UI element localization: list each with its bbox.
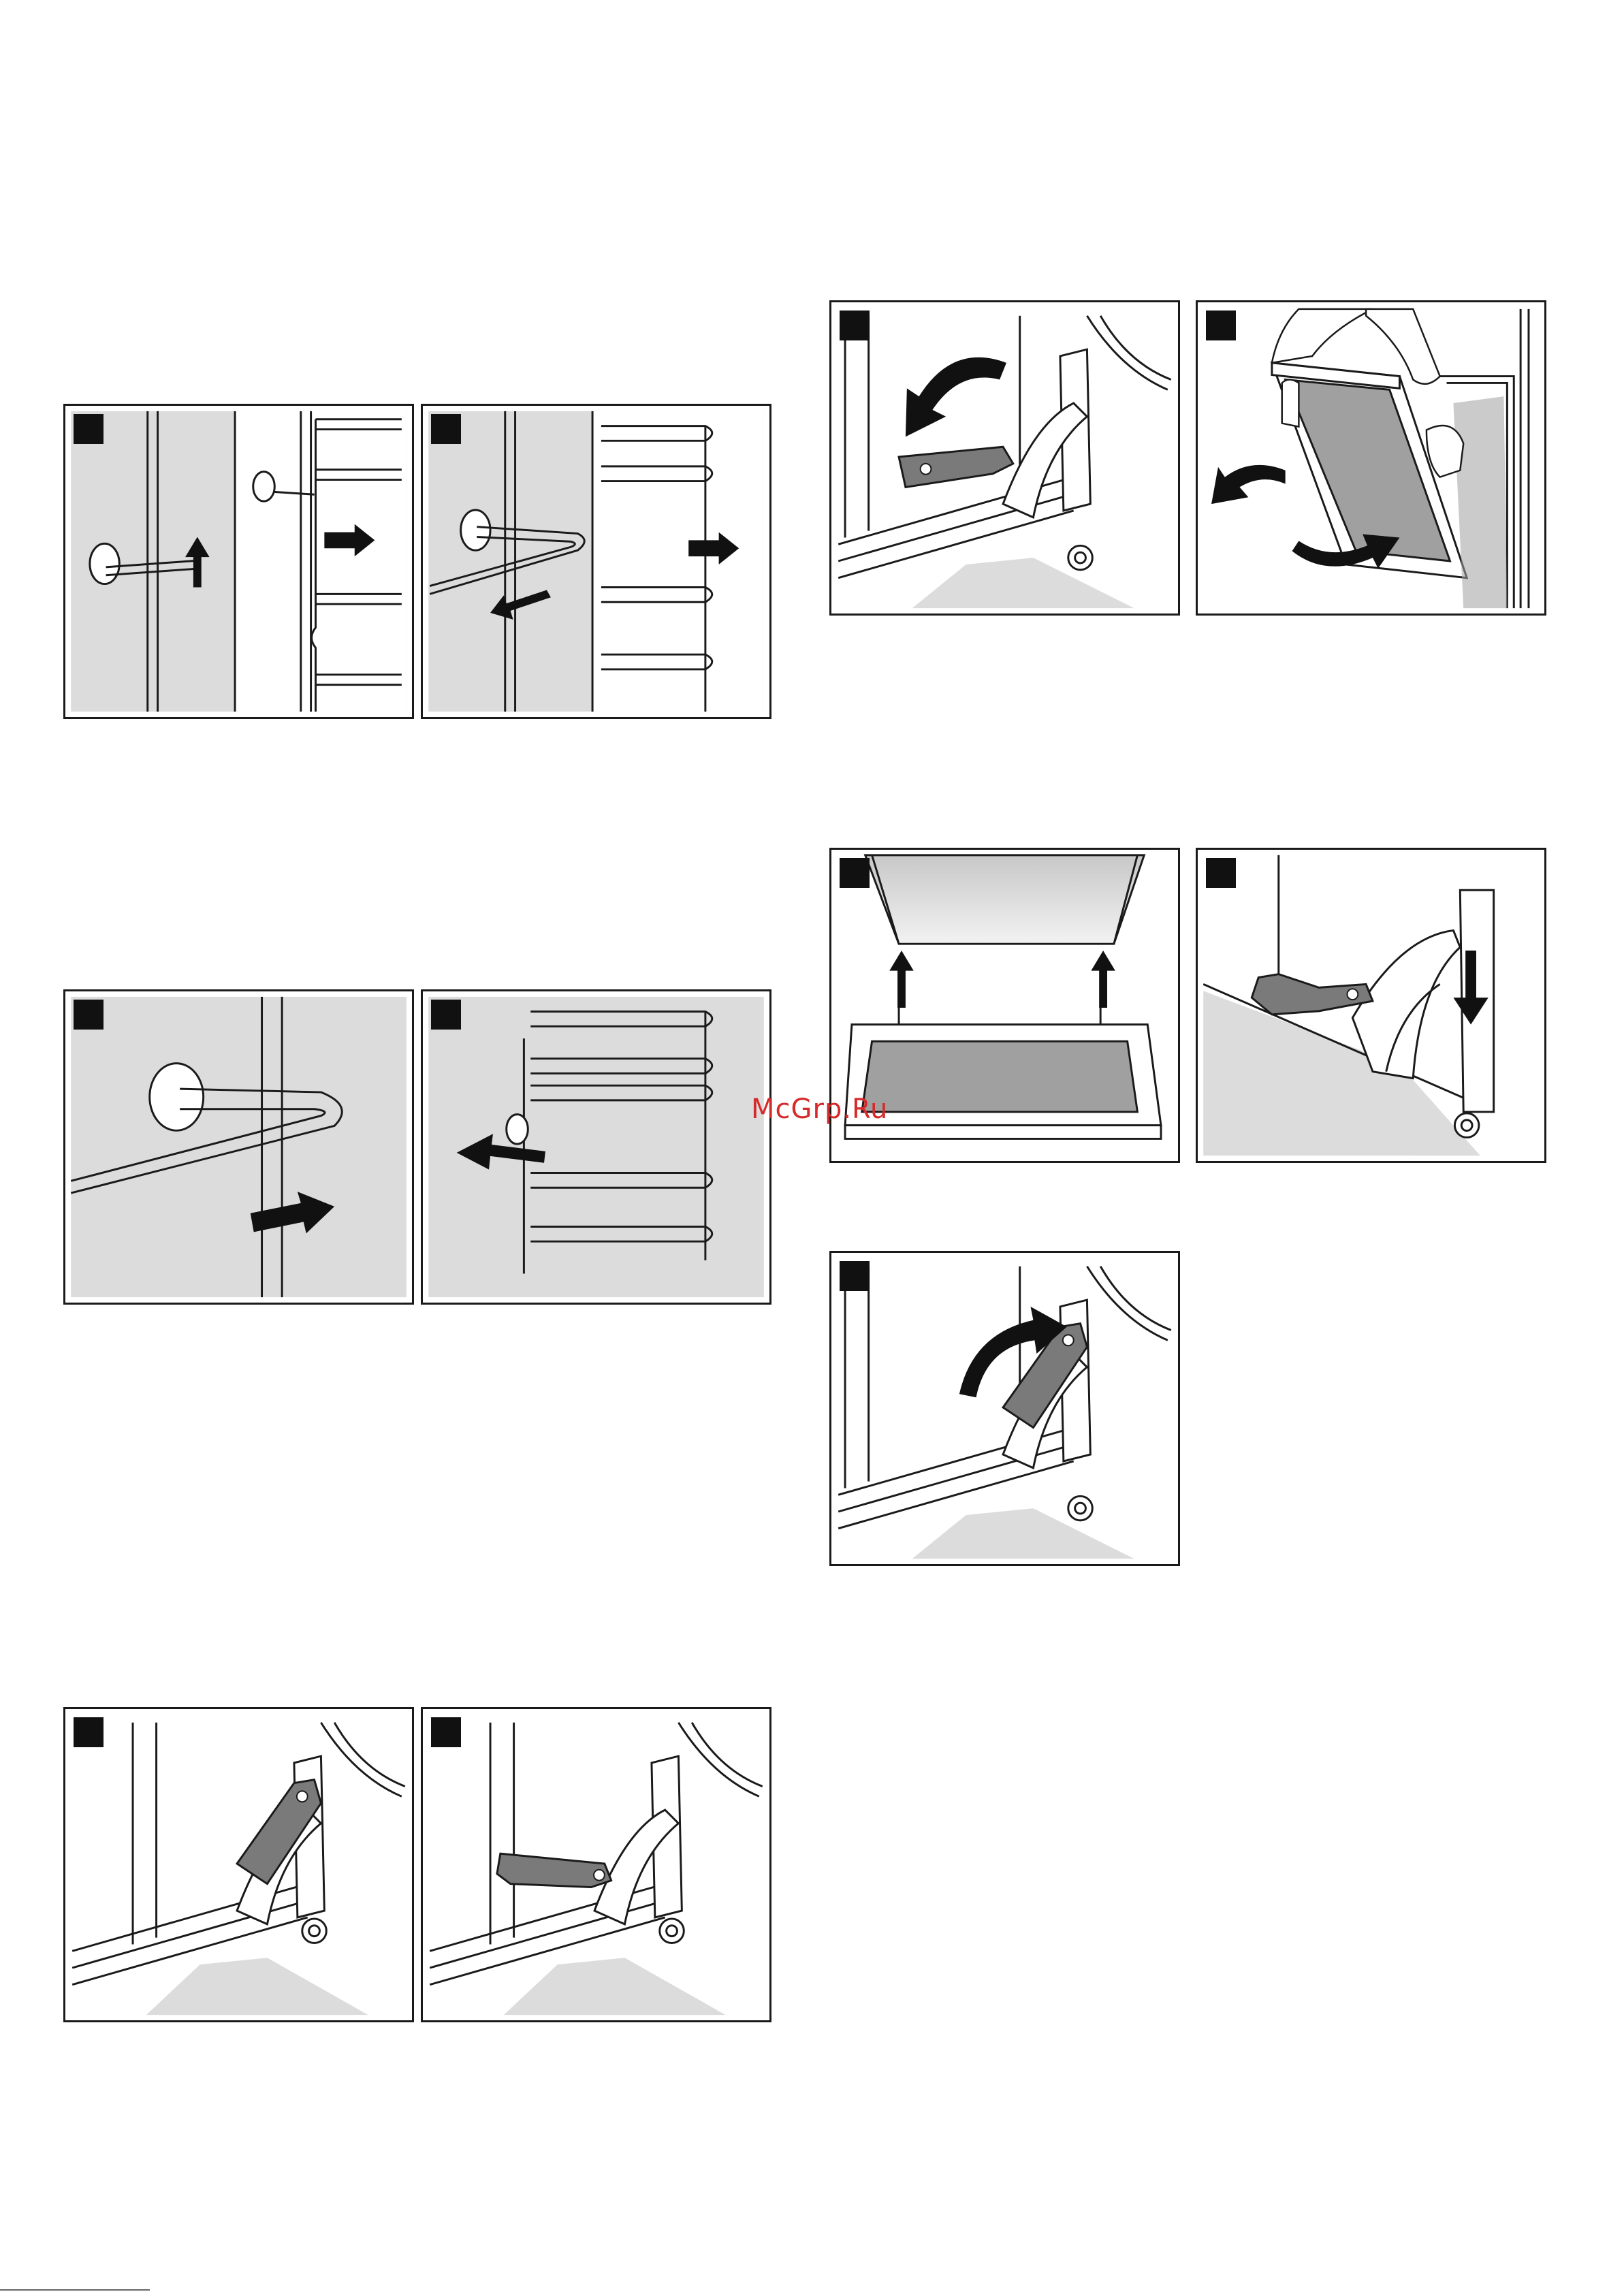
rack-insert-step-1 — [63, 989, 414, 1305]
step-marker — [431, 414, 461, 444]
rack-insert-step-2 — [421, 989, 771, 1305]
hinge-lock — [829, 1251, 1180, 1566]
rack-push-in-icon — [423, 991, 769, 1303]
rack-hook-insert-icon — [65, 991, 412, 1303]
door-remove-icon — [1198, 302, 1544, 614]
rack-removal-step-2 — [421, 404, 771, 719]
hinge-rotate-up-icon — [831, 1253, 1178, 1564]
hinge-lever-closed — [63, 1707, 414, 2022]
footer-divider — [0, 2289, 150, 2291]
hinge-lever-closed-icon — [65, 1709, 412, 2020]
step-marker — [431, 1000, 461, 1030]
step-marker — [74, 1000, 104, 1030]
watermark-text: McGrp.Ru — [751, 1094, 888, 1125]
hinge-rotate-down-icon — [831, 302, 1178, 614]
door-hinge-unlock — [829, 300, 1180, 616]
rack-hook-lift-icon — [65, 406, 412, 717]
step-marker — [840, 858, 870, 888]
step-marker — [840, 310, 870, 340]
step-marker — [74, 414, 104, 444]
door-lift-off — [1196, 300, 1546, 616]
step-marker — [840, 1261, 870, 1291]
hinge-push-down-icon — [1198, 850, 1544, 1161]
hinge-lever-open — [421, 1707, 771, 2022]
step-marker — [1206, 858, 1236, 888]
hinge-seat-door — [1196, 848, 1546, 1163]
rack-removal-step-1 — [63, 404, 414, 719]
hinge-lever-open-icon — [423, 1709, 769, 2020]
step-marker — [74, 1717, 104, 1747]
step-marker — [1206, 310, 1236, 340]
rack-pull-out-icon — [423, 406, 769, 717]
step-marker — [431, 1717, 461, 1747]
